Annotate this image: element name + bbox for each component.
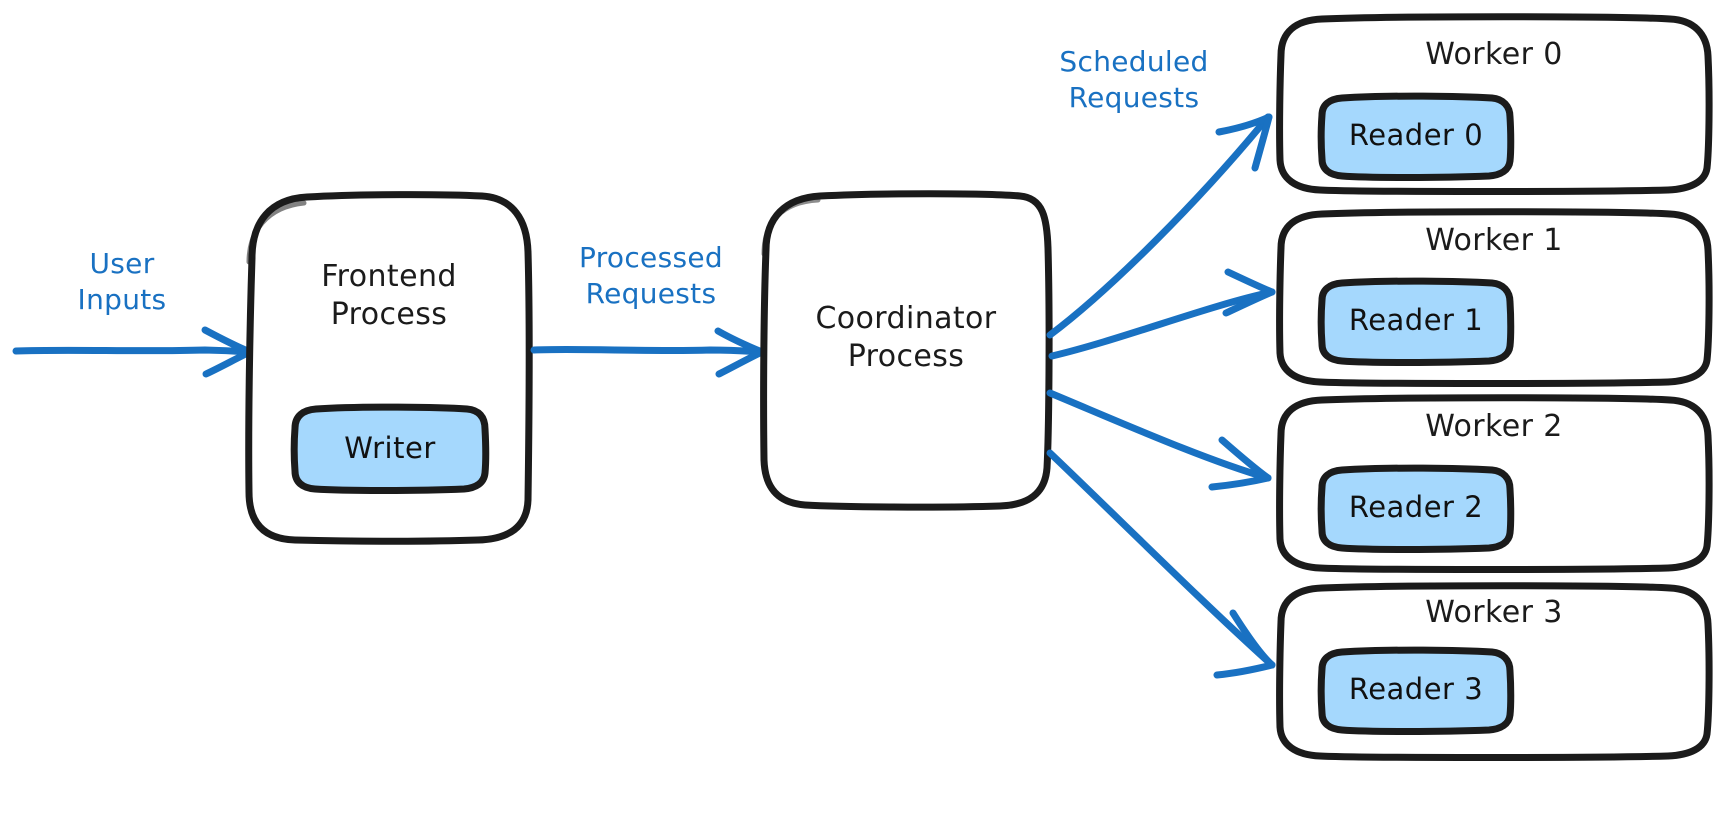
arrow-user-inputs [12,326,254,378]
reader-3-box[interactable] [1317,646,1515,735]
reader-0-label: Reader 0 [1348,118,1484,152]
arrow-to-worker-1 [1048,268,1276,360]
writer-node[interactable] [295,407,487,491]
writer-sub-box[interactable] [290,403,490,494]
reader-2-node[interactable] [1322,468,1512,550]
reader-3-label: Reader 3 [1348,672,1484,706]
arrow-to-worker-2 [1046,389,1272,491]
coordinator-process-node[interactable] [764,193,1050,508]
reader-0-box[interactable] [1317,92,1515,181]
reader-1-node[interactable] [1322,281,1512,363]
reader-1-label: Reader 1 [1348,303,1484,337]
arrow-to-worker-3 [1046,449,1276,679]
reader-2-label: Reader 2 [1348,490,1484,524]
reader-3-node[interactable] [1322,650,1512,732]
edge-label-scheduled-requests: Scheduled Requests [1059,45,1209,115]
reader-0-node[interactable] [1322,96,1512,178]
reader-2-box[interactable] [1317,464,1515,553]
edge-label-processed-requests: Processed Requests [579,241,723,311]
arrow-processed-requests [530,327,766,378]
arrow-to-worker-0 [1046,113,1273,339]
edge-label-user-inputs: User Inputs [77,247,167,317]
writer-label: Writer [344,431,436,465]
coordinator-process-box[interactable] [760,190,1053,511]
reader-1-box[interactable] [1317,277,1515,366]
